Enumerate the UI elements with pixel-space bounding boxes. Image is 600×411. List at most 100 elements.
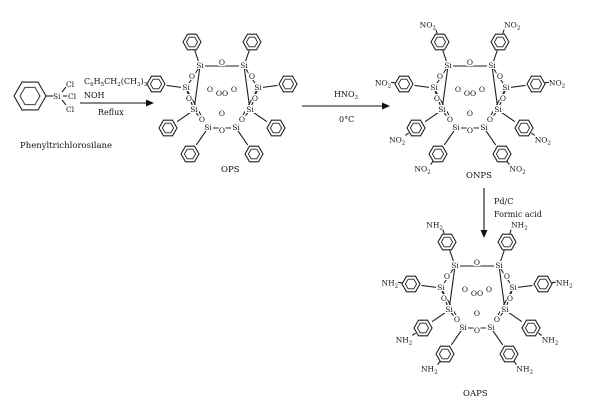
cage-onps-o-atom-6: O xyxy=(434,94,440,103)
step1-reagent-line2: NOH xyxy=(84,91,105,100)
cage-oaps-si-atom-3: Si xyxy=(437,283,445,292)
reactant-structure: Si Cl Cl Cl Phenyltrichlorosilane xyxy=(13,80,112,151)
cage-ops-si-atom-3: Si xyxy=(182,83,190,92)
cage-oaps-phenyl-ring-6 xyxy=(521,319,541,337)
cage-onps-phenyl-ring-3 xyxy=(394,75,414,93)
reactant-cl-atom-bot: Cl xyxy=(66,105,75,114)
cage-ops-o-atom-1: O xyxy=(219,58,225,67)
cage-onps-no2-group-5: NO2 xyxy=(389,135,405,146)
cage-ops-phenyl-ring-6 xyxy=(266,119,286,137)
cage-onps-phenyl-ring-1 xyxy=(430,33,450,51)
cage-ops-o-atom-6: O xyxy=(186,94,192,103)
step1-reagent-line3: Reflux xyxy=(98,108,124,117)
cage-oaps-si-atom-8: Si xyxy=(487,323,495,332)
ops-label: OPS xyxy=(221,165,240,175)
cage-onps-si-atom-2: Si xyxy=(488,61,496,70)
cage-oaps-o-atom-5: O xyxy=(486,285,492,294)
cage-ops-phenyl-ring-2 xyxy=(242,33,262,51)
cage-onps-no2-group-7: NO2 xyxy=(414,165,430,176)
cage-oaps-o-atom-3: O xyxy=(504,272,510,281)
cage-onps-phenyl-ring-6 xyxy=(514,119,534,137)
cage-ops-phenyl-ring-1 xyxy=(182,33,202,51)
cage-ops-o-atom-3: O xyxy=(249,72,255,81)
reactant-benzene-ring xyxy=(13,81,47,111)
cage-onps-o-atom-11: O xyxy=(467,126,473,135)
cage-ops-phenyl-ring-8 xyxy=(244,145,264,163)
cage-oaps-phenyl-ring-5 xyxy=(413,319,433,337)
cage-ops-si-atom-2: Si xyxy=(240,61,248,70)
cage-onps-no2-group-8: NO2 xyxy=(509,165,525,176)
cage-ops-o-atom-9: O xyxy=(199,115,205,124)
reactant-cl-atom-top: Cl xyxy=(66,80,75,89)
cage-ops-o-atom-12: OO xyxy=(216,89,228,98)
cage-oaps-o-atom-2: O xyxy=(444,272,450,281)
step1-conditions: C6H5CH2(CH3)3– NOH Reflux xyxy=(84,77,151,117)
cage-ops-si-atom-7: Si xyxy=(204,123,212,132)
cage-onps-o-atom-9: O xyxy=(447,115,453,124)
cage-ops-o-atom-7: O xyxy=(252,94,258,103)
reactant-name-label: Phenyltrichlorosilane xyxy=(20,141,112,151)
cage-ops-si-atom-1: Si xyxy=(196,61,204,70)
cage-oaps-nh2-group-6: NH2 xyxy=(542,335,559,346)
cage-oaps-o-atom-12: OO xyxy=(471,289,483,298)
cage-ops-si-atom-8: Si xyxy=(232,123,240,132)
cage-onps-o-atom-8: O xyxy=(467,109,473,118)
cage-onps-phenyl-ring-4 xyxy=(526,75,546,93)
cage-oaps-o-atom-10: O xyxy=(494,315,500,324)
oaps-label: OAPS xyxy=(463,389,488,399)
cage-onps-si-atom-3: Si xyxy=(430,83,438,92)
cage-oaps-nh2-group-8: NH2 xyxy=(516,365,533,376)
arrow-step2 xyxy=(302,102,390,110)
cage-oaps-o-atom-4: O xyxy=(462,285,468,294)
cage-onps-si-atom-4: Si xyxy=(502,83,510,92)
cage-onps-phenyl-ring-8 xyxy=(492,145,512,163)
cage-ops-o-atom-10: O xyxy=(239,115,245,124)
cage-oaps-phenyl-ring-2 xyxy=(497,233,517,251)
cage-oaps-o-atom-7: O xyxy=(507,294,513,303)
cage-onps-o-atom-3: O xyxy=(497,72,503,81)
cage-onps-no2-group-1: NO2 xyxy=(420,21,436,32)
cage-oaps-si-atom-4: Si xyxy=(509,283,517,292)
step2-reagent-line2: 0°C xyxy=(339,115,354,124)
cage-onps-no2-group-4: NO2 xyxy=(549,78,565,89)
reactant-si-atom: Si xyxy=(53,92,61,101)
cage-onps-si-atom-6: Si xyxy=(494,105,502,114)
step2-reagent-line1: HNO3 xyxy=(334,90,359,101)
cage-oaps-si-atom-6: Si xyxy=(501,305,509,314)
cage-oaps-nh2-group-7: NH2 xyxy=(421,365,438,376)
cage-onps-no2-group-3: NO2 xyxy=(375,78,391,89)
cage-oaps-si-atom-2: Si xyxy=(495,261,503,270)
step3-reagent-line1: Pd/C xyxy=(494,197,513,206)
cage-oaps-o-atom-8: O xyxy=(474,309,480,318)
cage-onps-phenyl-ring-5 xyxy=(406,119,426,137)
arrow-step3 xyxy=(480,188,488,238)
cage-oaps-phenyl-ring-8 xyxy=(499,345,519,363)
cage-onps-o-atom-5: O xyxy=(479,85,485,94)
cage-oaps-phenyl-ring-4 xyxy=(533,275,553,293)
cage-oaps-phenyl-ring-3 xyxy=(401,275,421,293)
arrow-step1 xyxy=(80,99,154,107)
onps-label: ONPS xyxy=(466,171,492,181)
cage-onps-o-atom-4: O xyxy=(455,85,461,94)
cage-onps-no2-group-2: NO2 xyxy=(504,21,520,32)
cage-oaps-nh2-group-1: NH2 xyxy=(426,221,443,232)
cage-oaps-si-atom-5: Si xyxy=(445,305,453,314)
reactant-cl-atom-mid: Cl xyxy=(68,92,77,101)
step3-reagent-line2: Formic acid xyxy=(494,210,542,219)
cage-onps-o-atom-2: O xyxy=(437,72,443,81)
cage-ops-phenyl-ring-7 xyxy=(180,145,200,163)
cage-oaps-o-atom-1: O xyxy=(474,258,480,267)
cage-onps-si-atom-8: Si xyxy=(480,123,488,132)
cage-onps-si-atom-5: Si xyxy=(438,105,446,114)
cage-ops-si-atom-4: Si xyxy=(254,83,262,92)
cage-onps-si-atom-1: Si xyxy=(444,61,452,70)
cage-ops-phenyl-ring-3 xyxy=(146,75,166,93)
cage-oaps-o-atom-11: O xyxy=(474,326,480,335)
cage-onps-phenyl-ring-2 xyxy=(490,33,510,51)
cage-oaps-nh2-group-4: NH2 xyxy=(556,278,573,289)
cage-onps-o-atom-12: OO xyxy=(464,89,476,98)
